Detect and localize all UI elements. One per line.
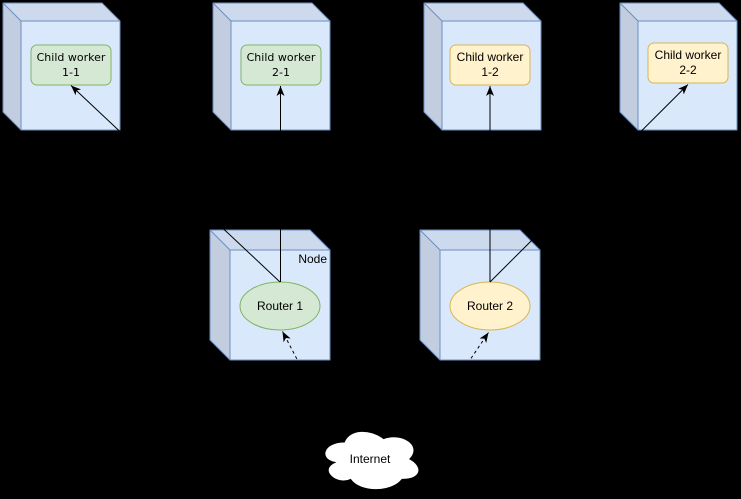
child-worker-1-1-label-line2: 1-1 xyxy=(62,66,80,79)
cube-left-face xyxy=(424,3,442,130)
child-worker-1-2-box xyxy=(449,44,531,86)
cube-edges xyxy=(419,229,541,361)
child-worker-2-2-label-line2: 2-2 xyxy=(679,63,697,77)
child-worker-2-2-label-line1: Child worker xyxy=(655,48,722,62)
cube-edges xyxy=(2,2,121,131)
child-worker-2-1-label-line2: 2-1 xyxy=(272,66,290,79)
cube-top-face xyxy=(424,3,541,21)
cube-left-face xyxy=(3,3,21,130)
cube-edges xyxy=(212,2,331,131)
cube-top-face xyxy=(213,3,330,21)
cube-left-face xyxy=(210,230,230,360)
cube-edges xyxy=(423,2,542,131)
node-label: Node xyxy=(298,252,327,266)
router-2-label: Router 2 xyxy=(467,299,513,313)
cube-top-face xyxy=(3,3,120,21)
connector-internet-to-router2 xyxy=(423,332,489,429)
connector-internet-to-router1 xyxy=(282,331,334,429)
cube-top-face xyxy=(420,230,540,250)
child-worker-2-2-box xyxy=(647,42,729,84)
router-1-label: Router 1 xyxy=(257,299,303,313)
child-worker-1-2-label-line1: Child worker xyxy=(457,50,524,64)
cube-left-face xyxy=(420,230,440,360)
connector-router1-to-worker-1-1 xyxy=(70,85,281,283)
child-worker-1-2-label-line2: 1-2 xyxy=(481,65,499,79)
cube-left-face xyxy=(620,3,638,130)
cube-edges xyxy=(209,229,331,361)
internet-cloud xyxy=(324,430,420,490)
child-worker-1-1-label-line1: Child worker xyxy=(37,51,106,64)
child-worker-2-1-box xyxy=(240,44,322,86)
connector-router2-to-worker-2-2 xyxy=(489,84,689,283)
cube-edges xyxy=(619,2,738,131)
cube-left-face xyxy=(213,3,231,130)
child-worker-2-1-label-line1: Child worker xyxy=(247,51,316,64)
cube-top-face xyxy=(620,3,737,21)
child-worker-1-1-box xyxy=(30,44,112,86)
internet-label: Internet xyxy=(350,452,391,466)
